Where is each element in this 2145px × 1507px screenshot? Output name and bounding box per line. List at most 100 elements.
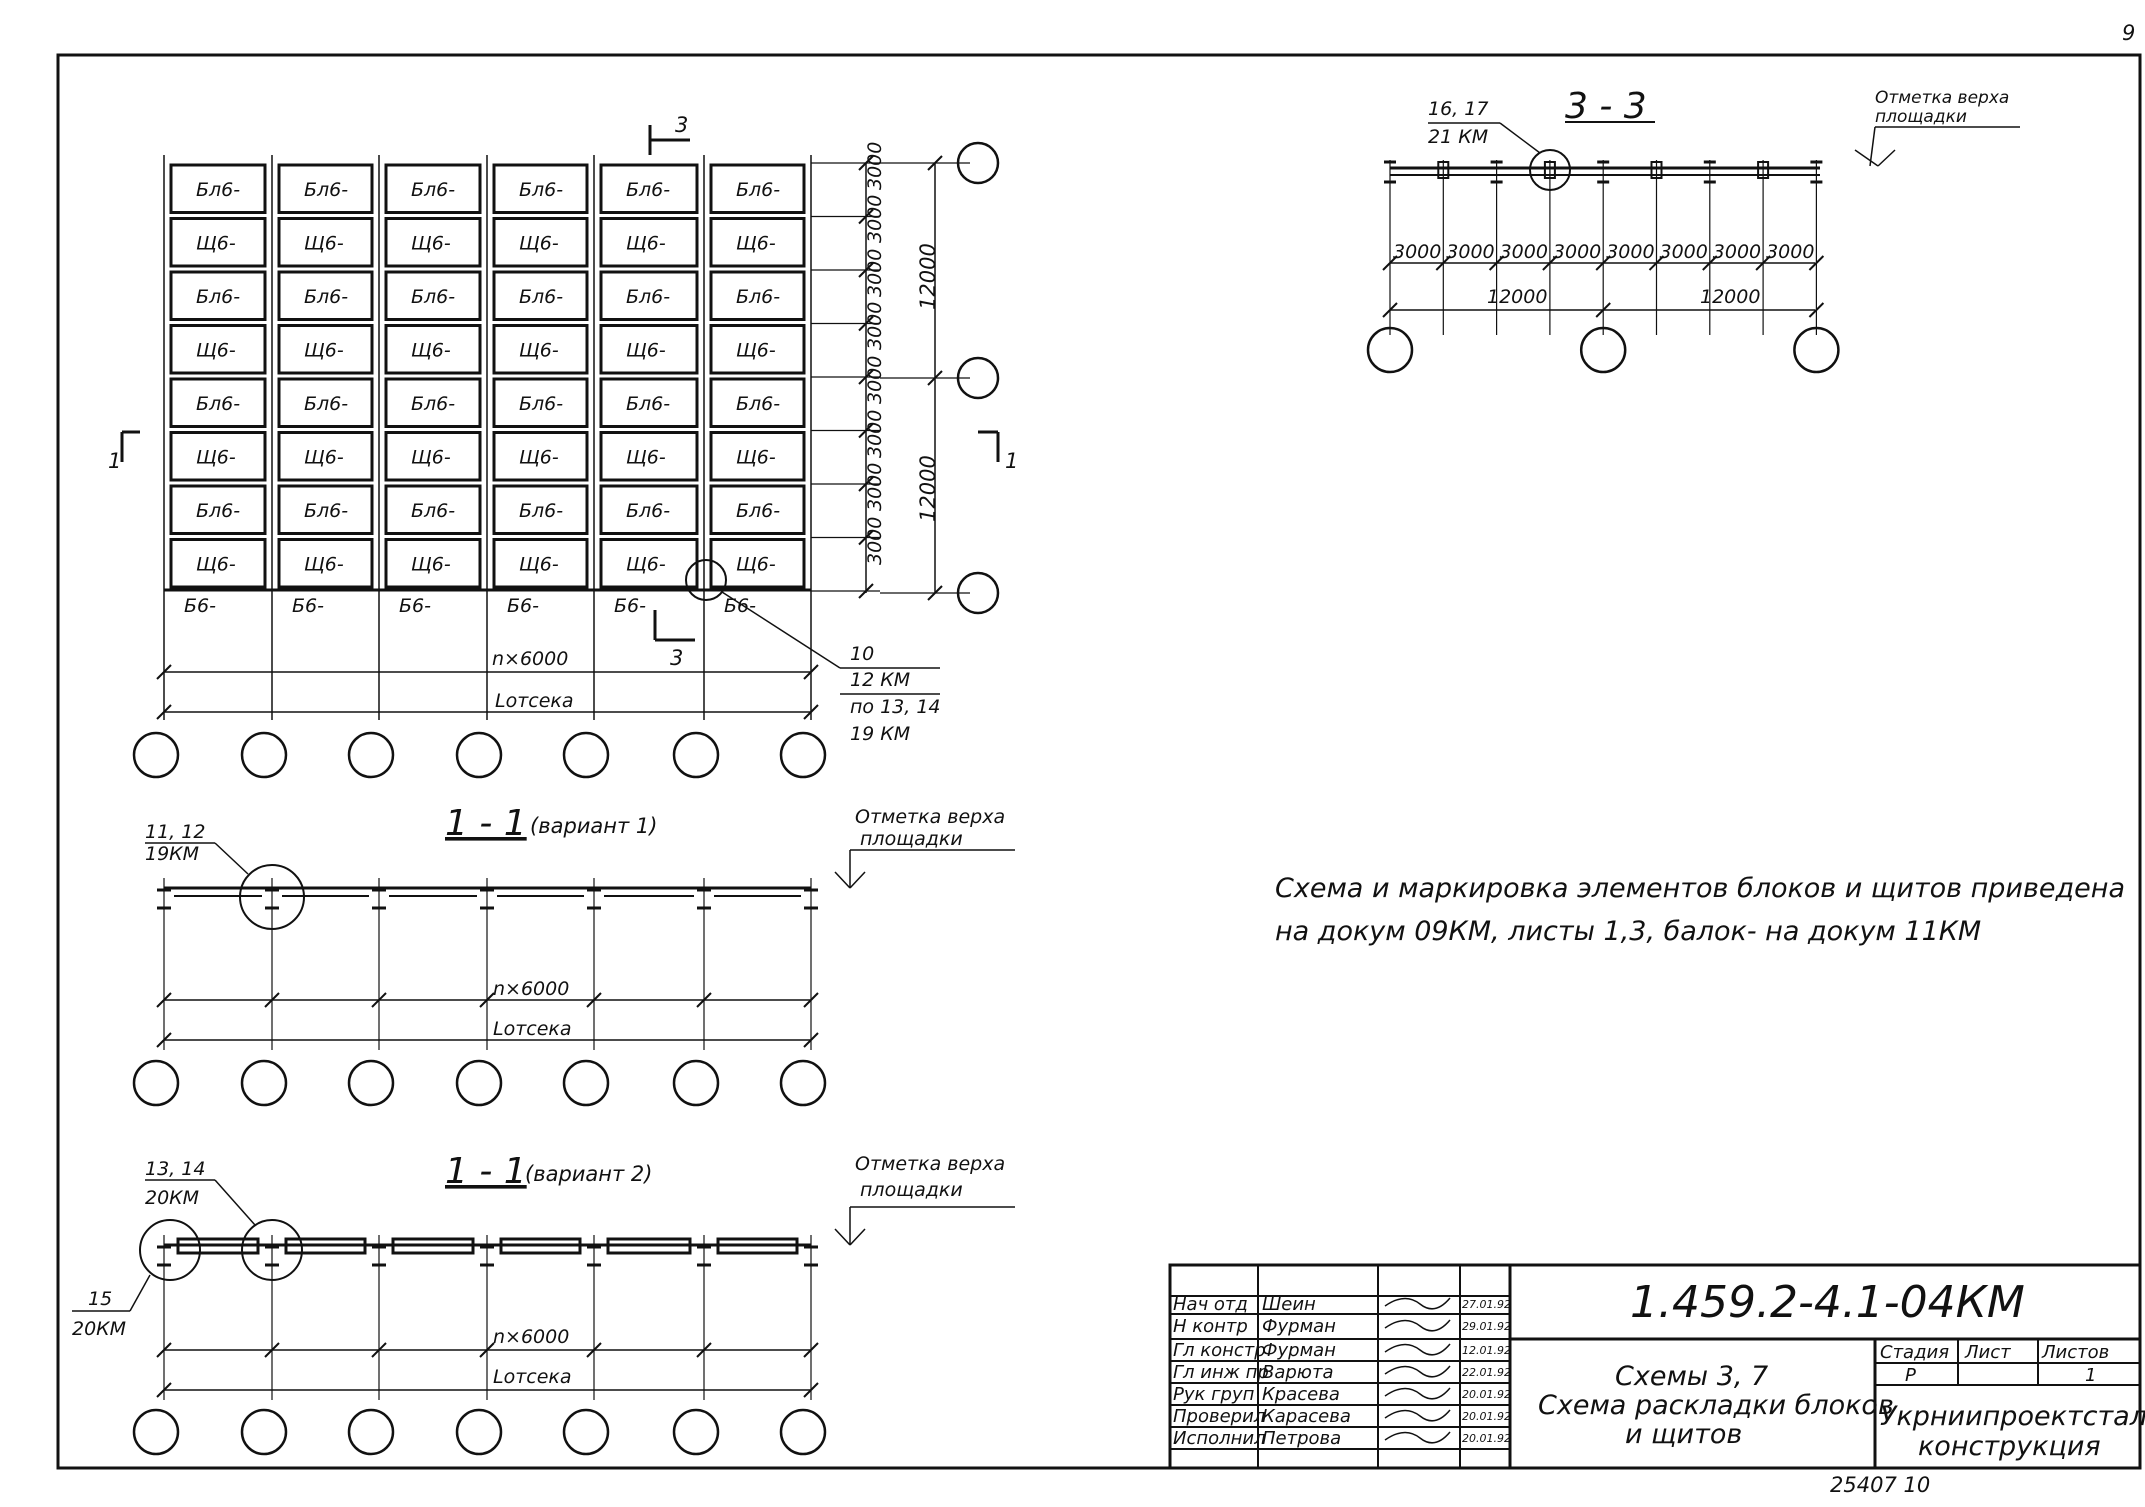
shield-panel-label: Щ6- [519, 233, 559, 255]
signature-role: Нач отд [1173, 1294, 1248, 1315]
section-1-1-v2-node-top: 13, 14 [145, 1158, 205, 1180]
shield-panel [384, 217, 482, 268]
dim-tick [1382, 255, 1398, 271]
shield-panel-label: Щ6- [626, 554, 666, 576]
panel-section [499, 1237, 582, 1255]
axis-bubble [132, 1408, 180, 1456]
shield-panel-label: Щ6- [411, 447, 451, 469]
axis-bubble [672, 731, 720, 779]
leader-line [214, 1179, 256, 1226]
cut-marker-1-right: 1 [1005, 449, 1018, 473]
row-dim-tick [858, 529, 874, 546]
shield-panel-label: Щ6- [519, 447, 559, 469]
cut-marker-3-bottom: 3 [670, 646, 683, 670]
bay-dim-tick [371, 1342, 387, 1358]
dim-tick [1808, 255, 1825, 271]
length-dim-tick [156, 1382, 172, 1398]
shield-panel-label: Щ6- [196, 554, 236, 576]
shield-panel [277, 538, 374, 589]
shield-panel [384, 431, 482, 482]
level-arrow [834, 1228, 851, 1246]
signature-role: Н контр [1173, 1316, 1248, 1337]
shield-panel-label: Щ6- [304, 340, 344, 362]
axis-bubble [240, 1059, 288, 1107]
leader-line [129, 1274, 151, 1312]
axis-bubble [347, 1408, 395, 1456]
shield-panel-label: Щ6- [411, 554, 451, 576]
section-3-3-level-1: Отметка верха [1875, 88, 2009, 108]
shield-panel [599, 431, 699, 482]
dim-tick [1488, 255, 1505, 271]
signature-role: Рук груп [1173, 1384, 1255, 1405]
row-dim-tick [858, 315, 874, 332]
block-panel-label: Бл6- [736, 393, 780, 415]
axis-bubble [779, 1059, 827, 1107]
node-ref-19km: 19 КМ [850, 723, 910, 745]
block-panel-label: Бл6- [411, 500, 455, 522]
level-arrow [1854, 149, 1879, 167]
page-number: 9 [2122, 21, 2135, 45]
block-panel [599, 270, 699, 321]
level-arrow [849, 871, 866, 889]
beam-section [1437, 161, 1450, 179]
shield-panel [709, 324, 806, 375]
block-panel [599, 163, 699, 214]
shield-panel [492, 431, 589, 482]
shield-panel [169, 538, 267, 589]
signature-role: Гл констр [1173, 1340, 1266, 1361]
section-3-3-node-bottom: 21 КМ [1428, 126, 1488, 148]
signature-name: Петрова [1262, 1428, 1341, 1449]
shield-panel-label: Щ6- [196, 447, 236, 469]
block-panel-label: Бл6- [626, 393, 670, 415]
shield-panel [384, 538, 482, 589]
handwritten-signature [1384, 1343, 1451, 1356]
shield-panel-label: Щ6- [626, 340, 666, 362]
level-leader [1869, 126, 1876, 167]
leader-line [721, 591, 841, 669]
signature-date: 22.01.92 [1462, 1366, 1511, 1379]
shield-panel-label: Щ6- [626, 233, 666, 255]
section-1-1-v2-title-suffix: (вариант 2) [525, 1162, 652, 1186]
leader-line [1499, 122, 1541, 154]
shield-panel [599, 217, 699, 268]
length-dim-tick [156, 704, 172, 720]
section-3-3-title: 3 - 3 [1565, 86, 1647, 127]
shield-panel [709, 538, 806, 589]
beam-section [1543, 161, 1556, 179]
axis-bubble [672, 1408, 720, 1456]
row-dim-tick [858, 422, 874, 439]
node-circle [685, 559, 727, 601]
bay-dim-tick [803, 992, 819, 1008]
block-panel-label: Бл6- [304, 179, 348, 201]
signature-name: Фурман [1262, 1316, 1336, 1337]
cut-marker-3-top: 3 [675, 113, 688, 137]
section-1-1-v2-level-1: Отметка верха [855, 1153, 1005, 1175]
shield-panel [169, 431, 267, 482]
section-3-3-level-2: площадки [1875, 107, 1967, 127]
stage-value: Р [1905, 1365, 1916, 1386]
block-panel-label: Бл6- [626, 500, 670, 522]
block-panel-label: Бл6- [626, 179, 670, 201]
axis-bubble [956, 571, 1000, 615]
section-1-1-v1-length-dim: Lотсека [493, 1018, 572, 1040]
section-1-1-v2-level-2: площадки [860, 1179, 963, 1201]
block-panel [492, 377, 589, 428]
axis-bubble [1579, 326, 1627, 374]
section-1-1-variant-1 [132, 842, 1015, 1107]
bay-dim-tick [803, 1342, 819, 1358]
beam-section [1650, 161, 1663, 179]
block-panel-label: Бл6- [304, 500, 348, 522]
shield-panel [492, 538, 589, 589]
title-block [1168, 1263, 2142, 1470]
dim-label: 3000 [1766, 241, 1814, 263]
axis-bubble [455, 731, 503, 779]
block-panel [599, 377, 699, 428]
handwritten-signature [1384, 1297, 1451, 1310]
signature-date: 12.01.92 [1462, 1344, 1511, 1357]
block-panel [709, 377, 806, 428]
block-panel [384, 484, 482, 535]
dim-label: 3000 [1553, 241, 1601, 263]
